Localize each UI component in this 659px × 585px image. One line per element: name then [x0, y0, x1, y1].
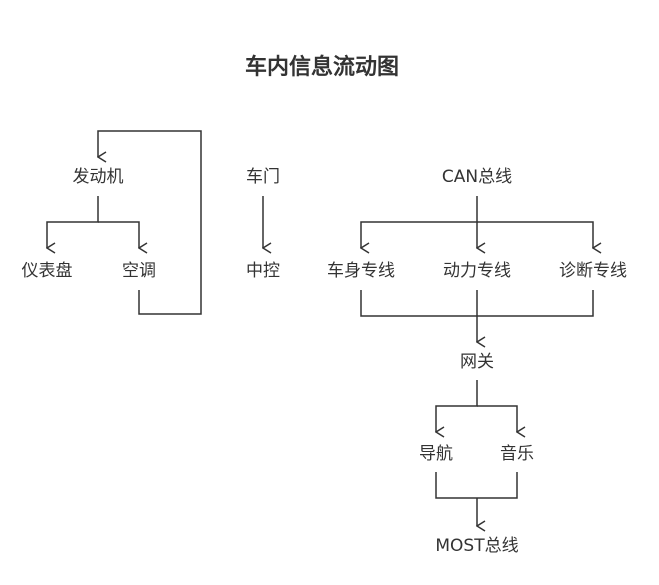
- edge-can-to-diag-bus: [477, 221, 593, 248]
- node-audio: 音乐: [500, 444, 534, 464]
- edge-navigation-to-most: [435, 472, 477, 499]
- edge-engine-to-ac: [98, 221, 139, 248]
- node-dashboard: 仪表盘: [22, 261, 73, 281]
- edge-audio-to-most: [477, 472, 518, 499]
- node-body-bus: 车身专线: [327, 261, 395, 281]
- node-diag-bus: 诊断专线: [559, 261, 627, 281]
- node-most-bus: MOST总线: [435, 536, 518, 556]
- edge-gateway-to-audio: [477, 405, 517, 432]
- node-power-bus: 动力专线: [443, 261, 511, 281]
- edge-body-bus-to-gateway: [360, 290, 477, 317]
- node-can-bus: CAN总线: [442, 167, 512, 187]
- diagram-title: 车内信息流动图: [245, 54, 399, 80]
- node-navigation: 导航: [419, 444, 453, 464]
- node-engine: 发动机: [73, 167, 124, 187]
- edge-diag-bus-to-gateway: [477, 290, 594, 317]
- node-door: 车门: [246, 167, 280, 187]
- edge-engine-to-dashboard: [47, 196, 99, 248]
- node-ac: 空调: [122, 261, 156, 281]
- node-central-control: 中控: [246, 261, 280, 281]
- edge-ac-to-engine: [98, 130, 202, 315]
- edge-gateway-to-navigation: [436, 380, 478, 432]
- node-gateway: 网关: [460, 352, 494, 372]
- edge-can-to-body-bus: [361, 196, 478, 248]
